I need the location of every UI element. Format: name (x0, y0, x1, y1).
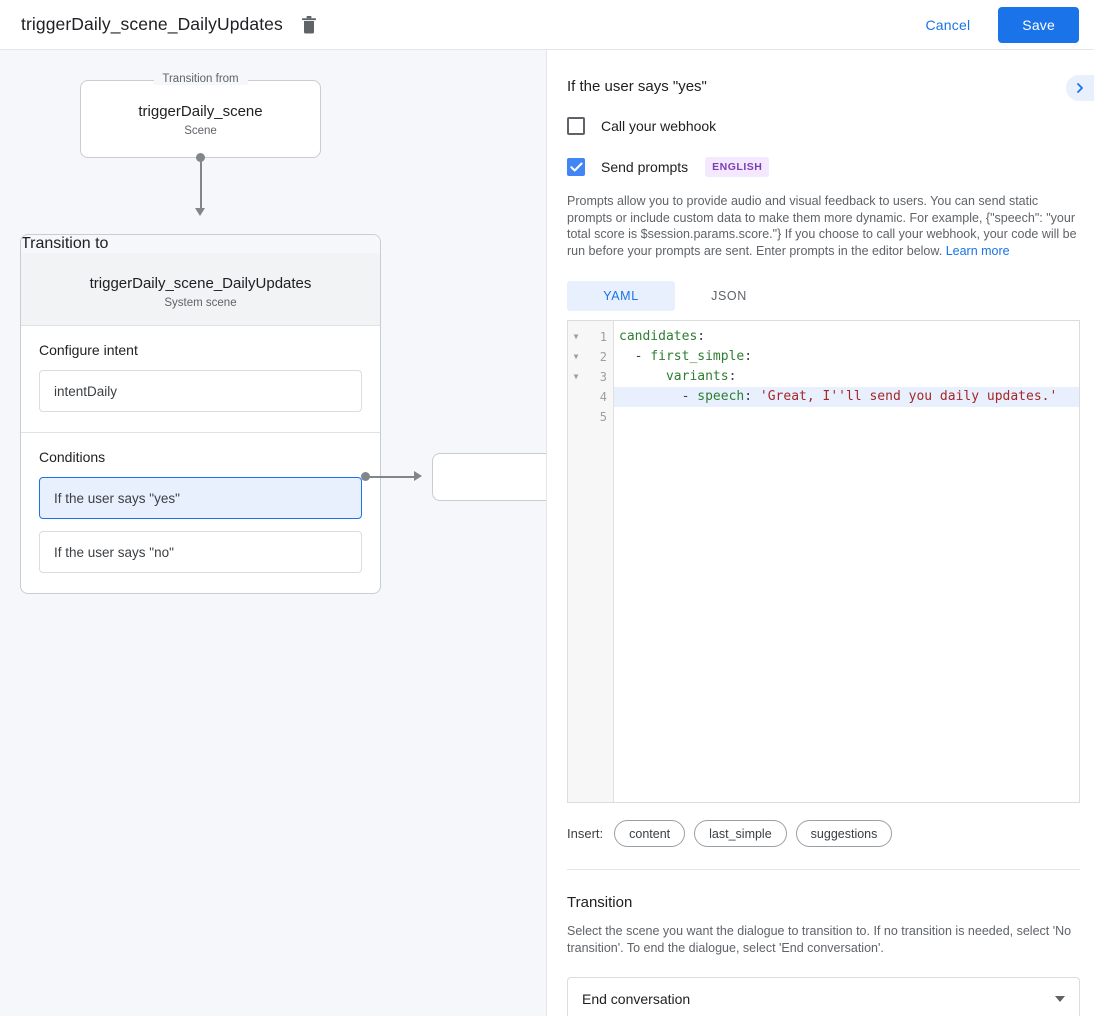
chevron-down-icon (1055, 996, 1065, 1002)
code-token: variants (665, 369, 729, 384)
transition-to-node[interactable]: Transition to triggerDaily_scene_DailyUp… (20, 234, 381, 594)
code-token: speech (697, 389, 745, 404)
code-token: : (728, 369, 737, 384)
editor-gutter-row: 4 (568, 387, 613, 407)
editor-gutter-row: 5 (568, 407, 613, 427)
code-token: : (744, 389, 760, 404)
editor-gutter-row: ▼3 (568, 367, 613, 387)
code-token: : (697, 329, 706, 344)
configure-intent-label: Configure intent (39, 342, 138, 358)
insert-chip-suggestions[interactable]: suggestions (795, 820, 893, 847)
insert-label: Insert: (567, 826, 604, 841)
fold-triangle-icon[interactable]: ▼ (573, 332, 579, 341)
editor-code-line[interactable]: - first_simple: (614, 347, 1079, 367)
transition-section-title: Transition (567, 894, 633, 911)
code-token: - (619, 389, 698, 404)
condition-item-yes[interactable]: If the user says "yes" (39, 477, 362, 519)
line-number: 3 (599, 370, 607, 384)
target-node-stub[interactable] (432, 453, 546, 501)
editor-format-tabs: YAML JSON (567, 281, 1094, 311)
send-prompts-checkbox[interactable] (567, 158, 585, 176)
connector-arrow-right (414, 471, 422, 481)
editor-gutter-row: ▼2 (568, 347, 613, 367)
scene-graph-canvas[interactable]: Transition from triggerDaily_scene Scene… (0, 50, 547, 1016)
transition-to-legend: Transition to (21, 235, 380, 253)
call-webhook-label: Call your webhook (601, 118, 717, 134)
top-bar-actions: Cancel Save (912, 6, 1094, 43)
transition-to-header: triggerDaily_scene_DailyUpdates System s… (21, 253, 380, 326)
code-token: candidates (619, 329, 698, 344)
editor-code-line[interactable]: candidates: (614, 327, 1079, 347)
save-button[interactable]: Save (998, 6, 1079, 43)
insert-chip-last-simple[interactable]: last_simple (694, 820, 787, 847)
fold-triangle-icon[interactable]: ▼ (573, 372, 579, 381)
editor-gutter-row: ▼1 (568, 327, 613, 347)
transition-to-subtitle: System scene (164, 297, 237, 309)
language-badge: ENGLISH (705, 157, 770, 177)
editor-code-line[interactable]: variants: (614, 367, 1079, 387)
line-number: 2 (599, 350, 607, 364)
transition-from-legend: Transition from (153, 73, 248, 85)
page-title: triggerDaily_scene_DailyUpdates (21, 14, 283, 34)
panel-title: If the user says "yes" (567, 78, 707, 95)
conditions-section: Conditions If the user says "yes" If the… (21, 433, 380, 593)
transition-from-node[interactable]: Transition from triggerDaily_scene Scene (80, 73, 321, 158)
connector-dot-right (361, 472, 370, 481)
chevron-right-icon[interactable] (1066, 75, 1094, 101)
connector-line-vertical (200, 158, 202, 210)
code-token (619, 369, 666, 384)
editor-code-line[interactable] (614, 407, 1079, 427)
learn-more-link[interactable]: Learn more (945, 243, 1010, 258)
prompts-description-text: Prompts allow you to provide audio and v… (567, 194, 1077, 258)
transition-target-value: End conversation (582, 991, 691, 1007)
line-number: 1 (599, 330, 607, 344)
transition-section-description: Select the scene you want the dialogue t… (567, 924, 1072, 955)
code-token: first_simple (650, 349, 745, 364)
code-token: - (619, 349, 651, 364)
code-token: 'Great, I''ll send you daily updates.' (759, 389, 1058, 404)
transition-from-title: triggerDaily_scene (138, 103, 263, 120)
fold-triangle-icon[interactable]: ▼ (573, 352, 579, 361)
send-prompts-label: Send prompts (601, 159, 689, 175)
code-token: : (744, 349, 753, 364)
editor-code-area[interactable]: candidates: - first_simple: variants: - … (614, 321, 1079, 802)
connector-dot-top (196, 153, 205, 162)
connector-arrow-down (195, 208, 205, 216)
cancel-button[interactable]: Cancel (925, 16, 971, 33)
delete-icon[interactable] (297, 13, 321, 37)
top-app-bar: triggerDaily_scene_DailyUpdates Cancel S… (0, 0, 1094, 50)
configure-intent-section: Configure intent intentDaily (21, 326, 380, 433)
transition-target-select[interactable]: End conversation (567, 977, 1080, 1016)
conditions-label: Conditions (39, 449, 106, 465)
prompts-description: Prompts allow you to provide audio and v… (567, 193, 1080, 259)
condition-detail-panel: If the user says "yes" Call your webhook… (548, 50, 1094, 1016)
line-number: 5 (599, 410, 607, 424)
call-webhook-row[interactable]: Call your webhook (548, 117, 1094, 135)
call-webhook-checkbox[interactable] (567, 117, 585, 135)
insert-chips-row: Insert: content last_simple suggestions (567, 820, 1094, 847)
send-prompts-row[interactable]: Send prompts ENGLISH (548, 157, 1094, 177)
condition-item-no[interactable]: If the user says "no" (39, 531, 362, 573)
line-number: 4 (599, 390, 607, 404)
intent-field[interactable]: intentDaily (39, 370, 362, 412)
section-divider (567, 869, 1080, 870)
editor-code-line[interactable]: - speech: 'Great, I''ll send you daily u… (614, 387, 1079, 407)
tab-json[interactable]: JSON (711, 289, 747, 303)
transition-from-subtitle: Scene (184, 125, 217, 137)
transition-to-title: triggerDaily_scene_DailyUpdates (89, 275, 312, 292)
connector-line-horizontal (366, 476, 414, 478)
insert-chip-content[interactable]: content (614, 820, 686, 847)
tab-yaml[interactable]: YAML (567, 281, 675, 311)
